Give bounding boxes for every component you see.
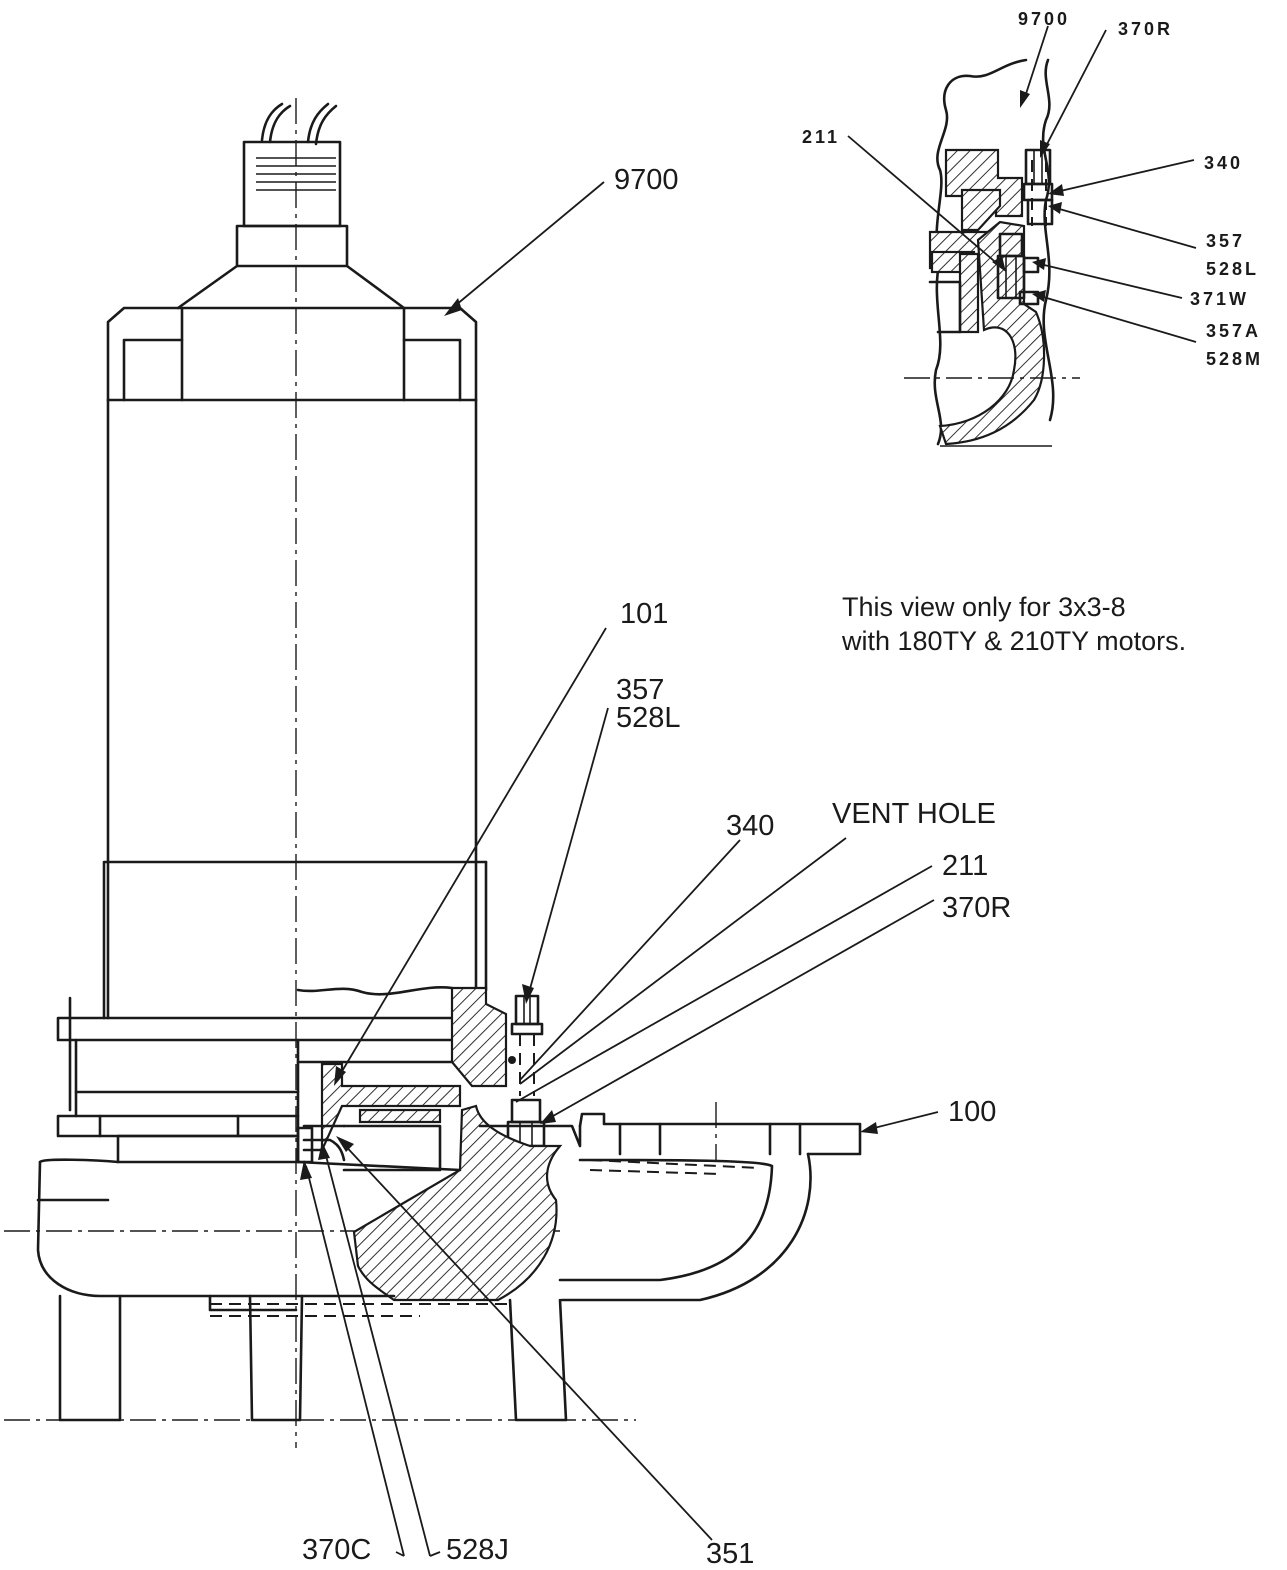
pump-casing <box>36 1104 582 1422</box>
detail-callout-528l: 528L <box>1206 259 1260 279</box>
detail-callout-528m: 528M <box>1206 349 1264 369</box>
main-leaders <box>300 181 939 1557</box>
callout-100: 100 <box>948 1096 997 1128</box>
power-cables <box>260 102 338 146</box>
detail-callout-340: 340 <box>1204 153 1244 173</box>
motor-housing <box>102 306 488 1020</box>
detail-view-note-line1: This view only for 3x3-8 <box>842 592 1126 622</box>
callout-351: 351 <box>706 1538 755 1570</box>
detail-callout-357: 357 <box>1206 231 1246 251</box>
detail-callout-357a: 357A <box>1206 321 1262 341</box>
detail-view-note-line2: with 180TY & 210TY motors. <box>842 626 1187 656</box>
callout-101: 101 <box>620 598 669 630</box>
callout-211: 211 <box>942 850 989 882</box>
discharge-elbow <box>558 1112 862 1302</box>
callout-340: 340 <box>726 810 775 842</box>
detail-callout-371w: 371W <box>1190 289 1250 309</box>
callout-9700: 9700 <box>614 164 679 196</box>
callout-528l: 528L <box>616 702 681 734</box>
main-view <box>4 98 939 1557</box>
detail-callout-9700: 9700 <box>1018 9 1071 29</box>
callout-528j: 528J <box>446 1534 509 1566</box>
motor-flange <box>56 996 488 1164</box>
cable-entry <box>176 140 406 310</box>
detail-callout-211: 211 <box>802 127 841 147</box>
callout-370c: 370C <box>302 1534 372 1566</box>
callout-370r: 370R <box>942 892 1012 924</box>
detail-callout-370r: 370R <box>1118 19 1174 39</box>
callout-vent-hole: VENT HOLE <box>832 798 996 830</box>
detail-view <box>847 25 1197 447</box>
detail-leaders <box>847 25 1197 343</box>
callout-357: 357 <box>616 674 665 706</box>
